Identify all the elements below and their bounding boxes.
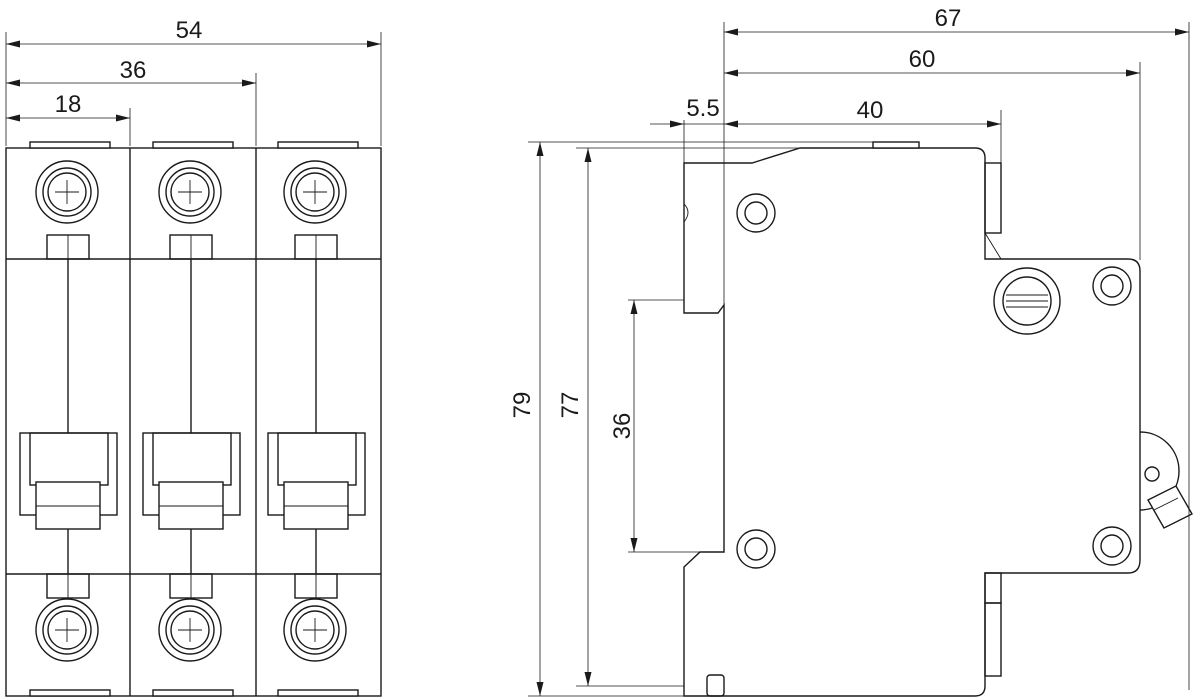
front-pole <box>267 141 366 697</box>
side-body-outline <box>683 147 1141 697</box>
rivet-icon <box>1092 266 1132 306</box>
dim-pole-width: 18 <box>55 91 82 118</box>
dim-body-height: 77 <box>557 392 584 419</box>
dim-depth-to-toggle: 60 <box>909 46 936 73</box>
terminal-screw-icon <box>35 160 99 224</box>
front-pole <box>19 141 118 697</box>
side-dimensions: 67 60 5.5 40 79 77 36 <box>509 5 1190 697</box>
rivet-icon <box>736 193 776 233</box>
din-clip <box>706 674 725 697</box>
side-view <box>683 141 1193 697</box>
toggle-lever-side <box>1139 431 1193 529</box>
dim-overall-depth: 67 <box>935 5 962 32</box>
rivet-icon <box>1092 526 1132 566</box>
terminal-tab <box>872 141 920 149</box>
front-dimensions: 54 36 18 <box>5 17 382 146</box>
terminal-screw-icon <box>158 598 222 662</box>
terminal-screw-icon <box>283 160 347 224</box>
dim-two-pole-width: 36 <box>120 57 147 84</box>
toggle-handle <box>158 481 224 530</box>
terminal-bump <box>984 162 1002 234</box>
terminal-tab <box>29 141 111 149</box>
toggle-handle <box>283 481 349 530</box>
terminal-tab <box>152 141 234 149</box>
dim-rail-height: 36 <box>609 413 636 440</box>
terminal-screw-icon <box>158 160 222 224</box>
terminal-tab <box>277 689 359 697</box>
front-view <box>5 141 382 697</box>
dim-offset: 5.5 <box>686 95 719 122</box>
terminal-screw-icon <box>283 598 347 662</box>
toggle-handle <box>35 481 101 530</box>
dim-body-depth: 40 <box>857 97 884 124</box>
terminal-tab <box>29 689 111 697</box>
terminal-bump <box>984 602 1002 677</box>
dim-overall-height: 79 <box>509 392 536 419</box>
terminal-screw-icon <box>35 598 99 662</box>
dim-total-width: 54 <box>176 17 203 44</box>
terminal-tab <box>277 141 359 149</box>
terminal-screw-icon <box>993 267 1061 335</box>
rivet-icon <box>736 529 776 569</box>
terminal-tab <box>152 689 234 697</box>
front-pole <box>142 141 241 697</box>
